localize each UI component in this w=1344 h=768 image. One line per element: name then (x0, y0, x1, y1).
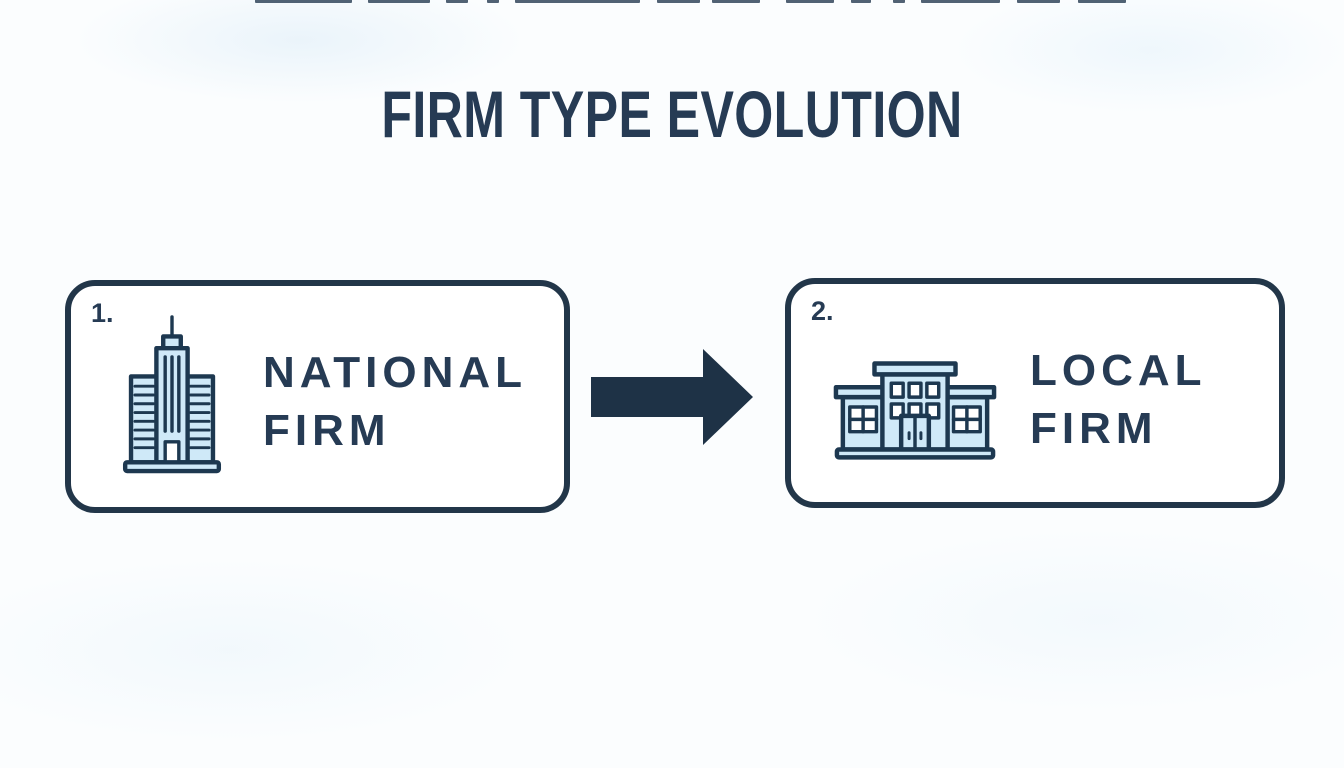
step-label-line: FIRM (263, 406, 391, 455)
step-number: 1. (91, 298, 114, 328)
office-building-icon (833, 361, 997, 460)
skyscraper-icon (122, 315, 222, 474)
arrow-right-icon (591, 349, 753, 445)
step-label: LOCAL FIRM (1030, 342, 1207, 458)
step-label-line: NATIONAL (263, 348, 528, 397)
step-number: 2. (811, 296, 834, 326)
step-label-line: LOCAL (1030, 346, 1207, 395)
diagram-title: FIRM TYPE EVOLUTION (381, 77, 963, 151)
step-label: NATIONAL FIRM (263, 344, 527, 460)
step-card-local-firm: 2. (785, 278, 1285, 508)
cropped-text-artifact (0, 0, 1344, 4)
step-card-national-firm: 1. (65, 280, 570, 513)
step-label-line: FIRM (1030, 404, 1158, 453)
